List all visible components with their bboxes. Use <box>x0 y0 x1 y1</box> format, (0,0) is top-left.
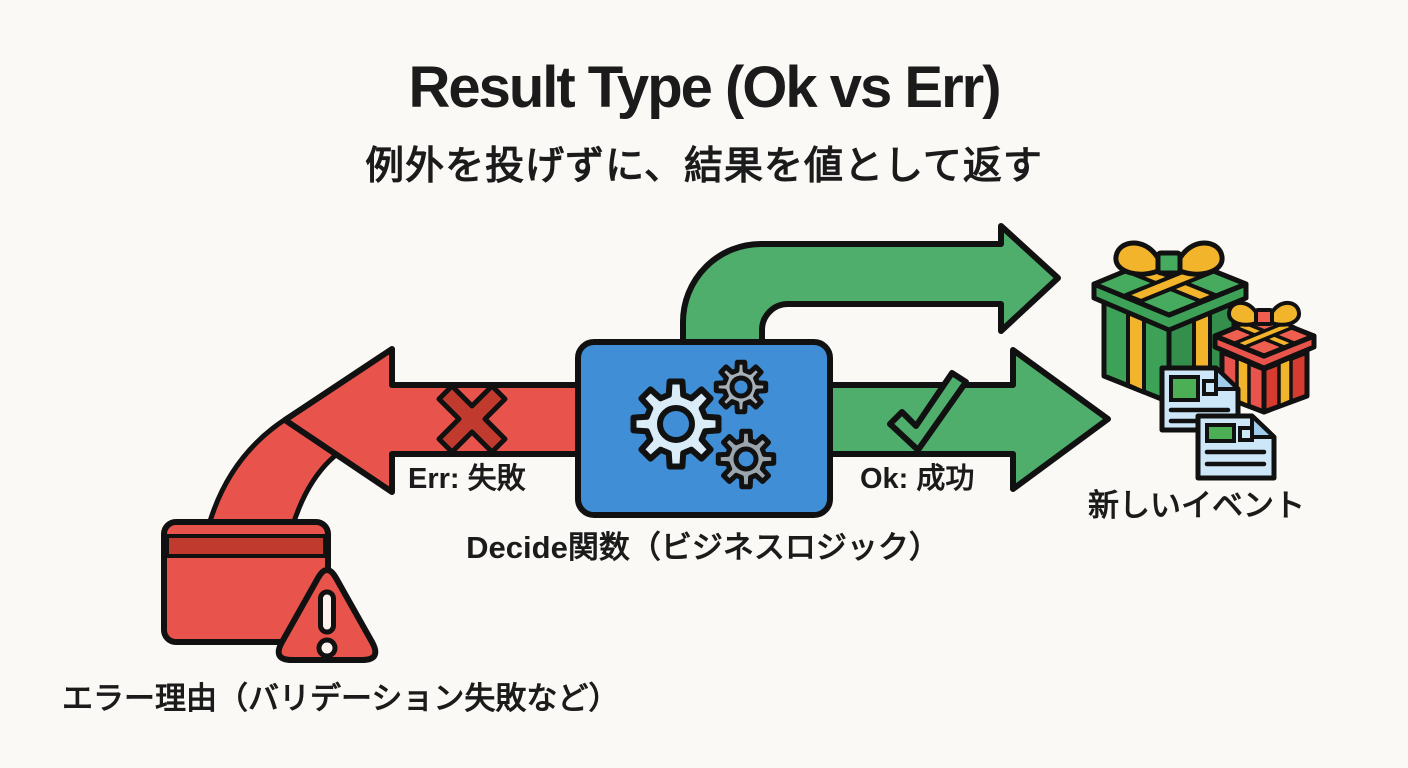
page-title: Result Type (Ok vs Err) <box>408 55 1001 120</box>
check-mark-icon <box>887 370 969 453</box>
error-reason-label: エラー理由（バリデーション失敗など） <box>62 681 620 716</box>
new-events-label: 新しいイベント <box>1088 488 1305 523</box>
ok-curved-arrow-icon <box>680 223 1061 351</box>
gears-icon <box>630 359 777 490</box>
gift-box-red-icon <box>1212 300 1317 415</box>
warning-triangle-icon <box>275 567 379 663</box>
err-arrow-icon <box>282 346 587 495</box>
ok-arrow-icon <box>821 347 1111 492</box>
x-mark-icon <box>436 383 508 455</box>
page-subtitle: 例外を投げずに、結果を値として返す <box>365 145 1043 188</box>
err-label: Err: 失敗 <box>408 463 526 495</box>
decide-box-label: Decide関数（ビジネスロジック） <box>466 530 940 565</box>
ok-label: Ok: 成功 <box>860 463 975 495</box>
event-documents-icon <box>1159 365 1277 481</box>
